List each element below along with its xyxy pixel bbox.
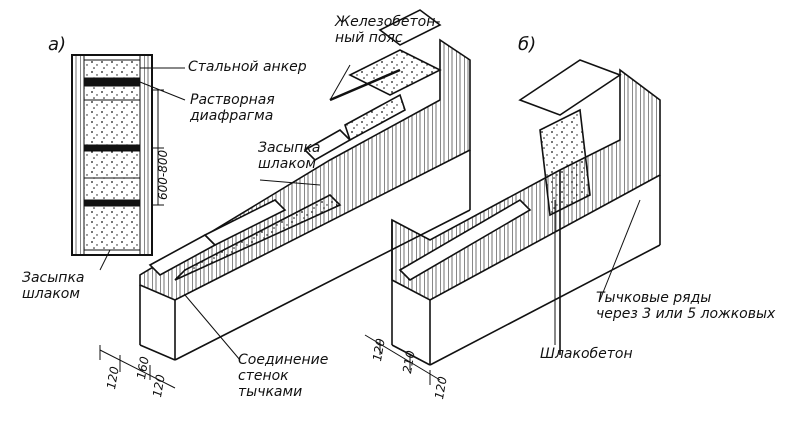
header-join-line2: стенок — [238, 368, 289, 384]
header-join-label: Соединение стенок тычками — [238, 352, 328, 400]
header-rows-line2: через 3 или 5 ложковых — [596, 306, 776, 322]
mortar-diaphragm-line2: диафрагма — [190, 108, 274, 124]
main-slag-fill-label: Засыпка шлаком — [258, 140, 321, 172]
mortar-diaphragm-label: Растворная диафрагма — [190, 92, 275, 124]
mortar-diaphragm-line1: Растворная — [190, 92, 275, 108]
rc-belt-line2: ный пояс — [335, 30, 403, 46]
panel-b-marker: б) — [518, 34, 537, 55]
steel-anchor-label: Стальной анкер — [188, 59, 307, 75]
panel-a-marker: а) — [48, 34, 67, 55]
slag-concrete-label: Шлакобетон — [540, 346, 633, 362]
slag-filled-wall-drawing — [99, 9, 471, 389]
slag-concrete-wall-drawing — [364, 59, 661, 385]
section-a-drawing — [71, 54, 186, 271]
diaphragm-spacing-dim: 600-800 — [156, 149, 170, 200]
main-slag-fill-line2: шлаком — [258, 156, 316, 172]
header-join-line1: Соединение — [238, 352, 329, 368]
panel-a-slag-fill-label: Засыпка шлаком — [22, 270, 85, 302]
panel-a-slag-fill-line2: шлаком — [22, 286, 80, 302]
main-slag-fill-line1: Засыпка — [258, 140, 321, 156]
header-rows-label: Тычковые ряды через 3 или 5 ложковых — [596, 290, 775, 322]
header-rows-line1: Тычковые ряды — [596, 290, 712, 306]
rc-belt-line1: Железобетон- — [335, 14, 441, 30]
rc-belt-label: Железобетон- ный пояс — [335, 14, 440, 46]
panel-a-slag-fill-line1: Засыпка — [22, 270, 85, 286]
header-join-line3: тычками — [238, 384, 303, 400]
